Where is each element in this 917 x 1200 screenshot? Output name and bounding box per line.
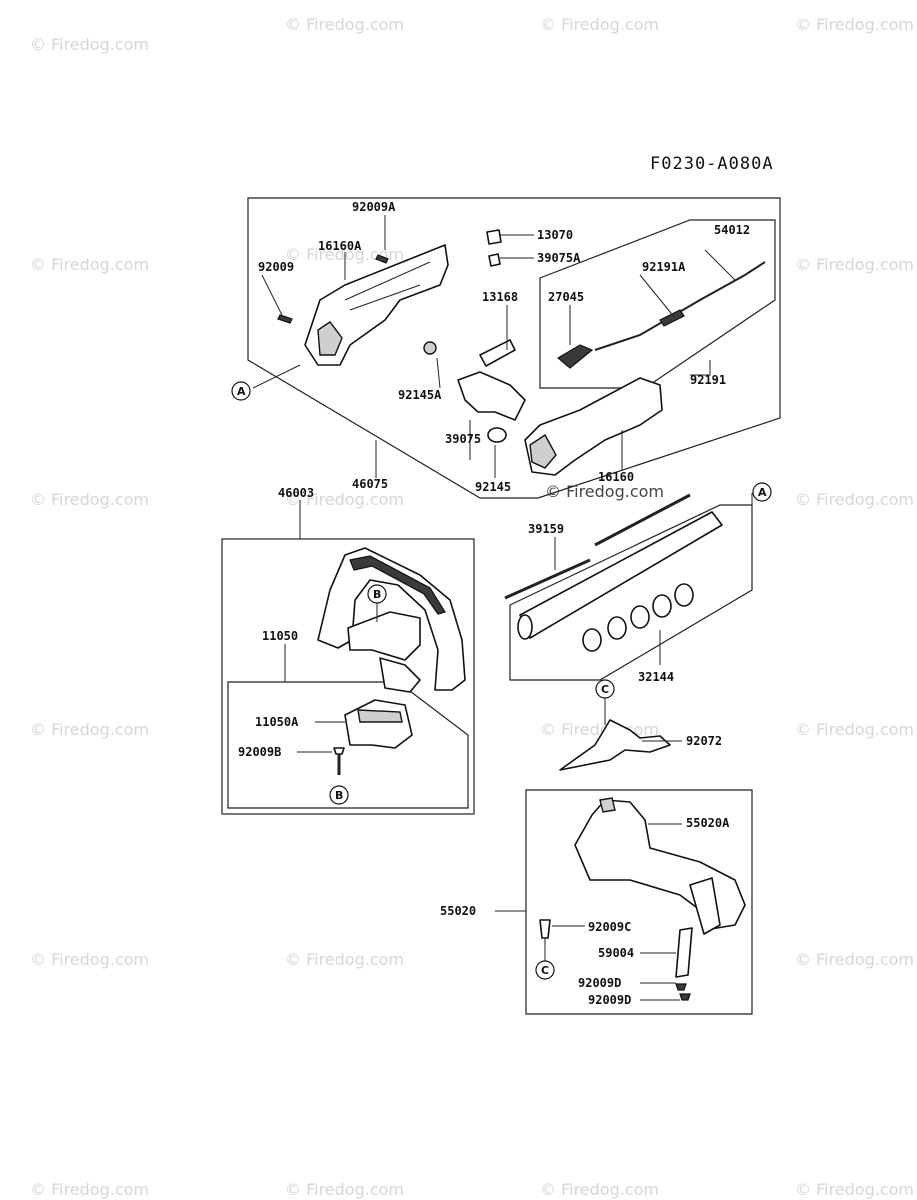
label-55020: 55020	[440, 904, 476, 918]
label-13070: 13070	[537, 228, 573, 242]
bolt-92009B	[333, 747, 345, 755]
label-92191A: 92191A	[642, 260, 686, 274]
watermark: © Firedog.com	[795, 720, 914, 739]
label-92009D: 92009D	[578, 976, 621, 990]
label-39075: 39075	[445, 432, 481, 446]
label-11050: 11050	[262, 629, 298, 643]
watermark: © Firedog.com	[30, 490, 149, 509]
bushings-32144	[582, 583, 694, 652]
grip-handle-46003	[317, 547, 466, 691]
handle-housing-right	[524, 377, 663, 476]
cable-subframe	[539, 219, 776, 389]
watermark: © Firedog.com	[545, 482, 664, 501]
label-32144: 32144	[638, 670, 674, 684]
watermarks: © Firedog.com © Firedog.com © Firedog.co…	[30, 15, 914, 1199]
watermark: © Firedog.com	[795, 950, 914, 969]
label-92145: 92145	[475, 480, 511, 494]
watermark: © Firedog.com	[30, 950, 149, 969]
label-39159: 39159	[528, 522, 564, 536]
label-92009C: 92009C	[588, 920, 631, 934]
label-92009: 92009	[258, 260, 294, 274]
watermark: © Firedog.com	[795, 255, 914, 274]
watermark: © Firedog.com	[540, 15, 659, 34]
label-92009A: 92009A	[352, 200, 396, 214]
label-39075A: 39075A	[537, 251, 581, 265]
ring-92145	[487, 427, 507, 443]
handle-housing-left	[304, 244, 449, 366]
watermark: © Firedog.com	[285, 1180, 404, 1199]
label-55020A: 55020A	[686, 816, 730, 830]
label-92009D: 92009D	[588, 993, 631, 1007]
callout-a-left-text: A	[237, 385, 246, 398]
callout-b-bottom	[329, 785, 349, 805]
watermark: © Firedog.com	[795, 1180, 914, 1199]
screw-92009A	[375, 254, 389, 264]
clamp-11050	[347, 611, 421, 661]
callout-b-top-text: B	[373, 588, 381, 601]
label-54012: 54012	[714, 223, 750, 237]
label-16160: 16160	[598, 470, 634, 484]
label-46003: 46003	[278, 486, 314, 500]
cable-coil	[659, 309, 685, 327]
bracket-92072	[559, 719, 671, 771]
assembly-46075-frame	[247, 197, 781, 499]
callout-c-bottom	[535, 960, 555, 980]
watermark: © Firedog.com	[285, 950, 404, 969]
callout-a-right-text: A	[758, 486, 767, 499]
watermark: © Firedog.com	[30, 35, 149, 54]
callout-c-top-text: C	[601, 683, 609, 696]
pin-59004	[675, 927, 693, 978]
grip-subframe	[227, 681, 469, 809]
label-13168: 13168	[482, 290, 518, 304]
button-13070	[486, 229, 502, 245]
spring-92145A	[423, 341, 437, 355]
top-assembly	[247, 197, 781, 499]
shaft-kit-frame	[509, 504, 753, 681]
diagram-code: F0230-A080A	[650, 154, 774, 174]
watermark: © Firedog.com	[795, 490, 914, 509]
watermark: © Firedog.com	[30, 720, 149, 739]
watermark: © Firedog.com	[285, 15, 404, 34]
callout-c-bottom-text: C	[541, 964, 549, 977]
callout-b-bottom-text: B	[335, 789, 343, 802]
callout-a-right	[752, 482, 772, 502]
watermark: © Firedog.com	[795, 15, 914, 34]
callout-c-top	[595, 679, 615, 699]
screw-92009C	[539, 919, 551, 939]
watermark: © Firedog.com	[540, 1180, 659, 1199]
watermark: © Firedog.com	[30, 255, 149, 274]
label-92072: 92072	[686, 734, 722, 748]
callout-a-left	[231, 381, 251, 401]
assembly-46003-frame	[221, 538, 475, 815]
label-92145A: 92145A	[398, 388, 442, 402]
label-16160A: 16160A	[318, 239, 362, 253]
clamp-11050A	[344, 699, 413, 749]
guard-assembly	[495, 695, 753, 1015]
switch-27045	[556, 344, 594, 369]
label-59004: 59004	[598, 946, 634, 960]
watermark: © Firedog.com	[30, 1180, 149, 1199]
guard-frame	[525, 789, 753, 1015]
label-11050A: 11050A	[255, 715, 299, 729]
throttle-lever	[457, 339, 526, 421]
watermark: © Firedog.com	[285, 490, 404, 509]
shaft-kit	[504, 493, 753, 681]
grip-assembly	[221, 500, 475, 815]
cable-92191A	[594, 261, 766, 351]
label-27045: 27045	[548, 290, 584, 304]
label-46075: 46075	[352, 477, 388, 491]
screw-92009	[277, 314, 293, 324]
label-92191: 92191	[690, 373, 726, 387]
nut-39075A	[488, 253, 501, 267]
label-92009B: 92009B	[238, 745, 281, 759]
callout-b-top	[367, 584, 387, 604]
